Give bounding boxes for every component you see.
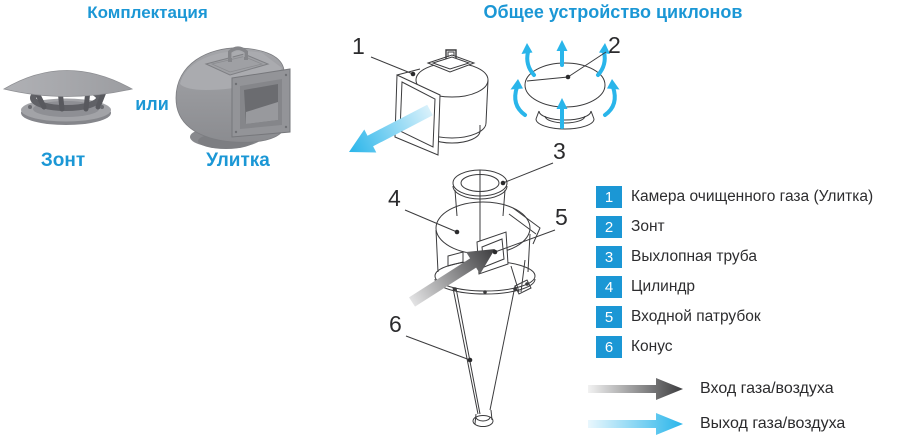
cap-diagram: [510, 40, 620, 130]
outlet-flow-label: Выход газа/воздуха: [700, 415, 846, 432]
parts-legend: 1 Камера очищенного газа (Улитка) 2 Зонт…: [596, 186, 873, 366]
outlet-arrow-icon: [588, 413, 683, 435]
legend-item-6: 6 Конус: [596, 336, 873, 358]
legend-number-badge: 6: [596, 336, 622, 358]
legend-number-badge: 2: [596, 216, 622, 238]
volute-product-image: [175, 46, 291, 149]
volute-diagram: [349, 49, 489, 156]
outlet-flow-arrow: [349, 104, 433, 153]
left-section-title: Комплектация: [87, 3, 208, 22]
dispersal-arrows: [510, 40, 620, 129]
legend-item-1: 1 Камера очищенного газа (Улитка): [596, 186, 873, 208]
flow-legend-outlet: Выход газа/воздуха: [588, 413, 845, 435]
part-number-6: 6: [389, 311, 402, 337]
flow-legend-inlet: Вход газа/воздуха: [588, 378, 834, 400]
legend-number-badge: 4: [596, 276, 622, 298]
right-section-title: Общее устройство циклонов: [483, 2, 743, 22]
legend-item-4: 4 Цилиндр: [596, 276, 873, 298]
part-number-2: 2: [608, 32, 621, 58]
legend-label: Выхлопная труба: [631, 248, 757, 265]
part-number-4: 4: [388, 185, 401, 211]
legend-item-3: 3 Выхлопная труба: [596, 246, 873, 268]
legend-number-badge: 1: [596, 186, 622, 208]
inlet-flow-label: Вход газа/воздуха: [700, 380, 834, 397]
volute-label: Улитка: [206, 150, 270, 171]
legend-item-5: 5 Входной патрубок: [596, 306, 873, 328]
legend-label: Конус: [631, 338, 673, 355]
legend-number-badge: 5: [596, 306, 622, 328]
cyclone-diagram: [409, 169, 541, 427]
cap-label: Зонт: [40, 150, 86, 171]
legend-label: Цилиндр: [631, 278, 696, 295]
legend-number-badge: 3: [596, 246, 622, 268]
legend-label: Входной патрубок: [631, 308, 761, 325]
inlet-flow-arrow: [409, 249, 495, 307]
or-text: или: [135, 94, 169, 114]
legend-label: Зонт: [631, 218, 665, 235]
part-number-5: 5: [555, 204, 568, 230]
cap-product-image: [2, 70, 134, 125]
part-number-1: 1: [352, 33, 365, 59]
legend-label: Камера очищенного газа (Улитка): [631, 188, 874, 205]
inlet-arrow-icon: [588, 378, 683, 400]
legend-item-2: 2 Зонт: [596, 216, 873, 238]
part-number-3: 3: [553, 138, 566, 164]
